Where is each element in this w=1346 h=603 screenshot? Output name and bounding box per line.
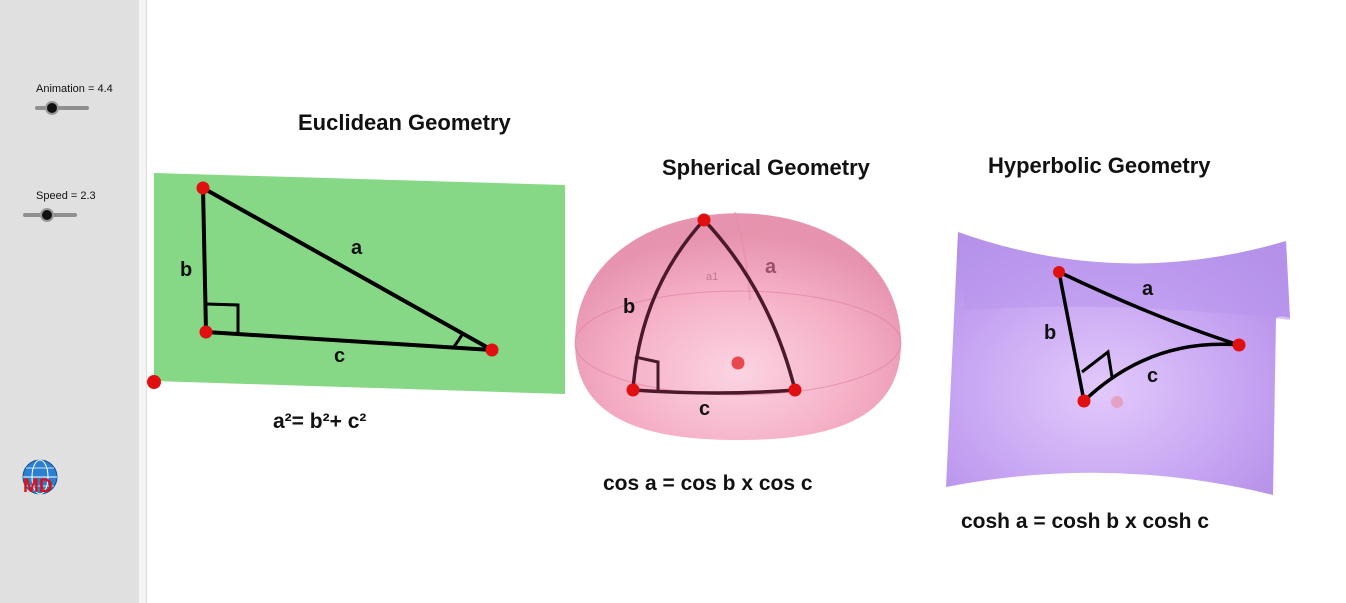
spherical-label-c: c [699, 398, 710, 420]
euclidean-point-right[interactable] [485, 343, 499, 357]
sidebar-divider [139, 0, 147, 603]
spherical-point-left[interactable] [626, 383, 640, 397]
hyperbolic-label-a: a [1142, 278, 1154, 300]
spherical-point-right[interactable] [788, 383, 802, 397]
euclidean-point-top[interactable] [196, 181, 210, 195]
hyperbolic-point-top[interactable] [1053, 266, 1065, 278]
spherical-dome [575, 213, 901, 440]
euclidean-right-angle-mark [205, 302, 240, 334]
euclidean-label-a: a [351, 237, 363, 259]
hyperbolic-triangle [1057, 270, 1240, 403]
hyperbolic-saddle-fold [958, 232, 1290, 320]
spherical-title: Spherical Geometry [662, 155, 871, 180]
spherical-equator [574, 290, 902, 396]
graphics-view: Euclidean Geometry a b c a²= b²+ c² Sphe… [147, 110, 1290, 533]
speed-slider-label: Speed = 2.3 [36, 190, 96, 202]
euclidean-plane-point[interactable] [147, 375, 161, 389]
spherical-triangle [631, 218, 797, 395]
hyperbolic-label-b: b [1044, 322, 1056, 344]
euclidean-label-c: c [334, 345, 345, 367]
logo-text: MD [23, 476, 53, 497]
euclidean-point-right-angle[interactable] [199, 325, 213, 339]
euclidean-title: Euclidean Geometry [298, 110, 512, 135]
hyperbolic-point-right[interactable] [1232, 338, 1246, 352]
animation-slider-track[interactable] [35, 106, 89, 110]
speed-slider-knob[interactable] [40, 208, 54, 222]
euclidean-plane [154, 173, 565, 394]
sidebar-panel: Animation = 4.4 Speed = 2.3 MD [0, 0, 139, 603]
hyperbolic-center-point[interactable] [1111, 396, 1123, 408]
globe-logo-icon[interactable]: MD [20, 457, 60, 497]
euclidean-triangle [201, 186, 493, 352]
animation-slider-label: Animation = 4.4 [36, 83, 113, 95]
spherical-ghost-label-a1: a1 [706, 271, 718, 283]
animation-slider-knob[interactable] [45, 101, 59, 115]
hyperbolic-point-bottom[interactable] [1077, 394, 1091, 408]
euclidean-label-b: b [180, 259, 192, 281]
hyperbolic-formula: cosh a = cosh b x cosh c [961, 510, 1209, 533]
spherical-right-angle-mark [634, 355, 660, 392]
spherical-center-point[interactable] [731, 356, 745, 370]
euclidean-angle-arc [451, 332, 465, 349]
hyperbolic-right-angle-mark [1081, 349, 1114, 378]
euclidean-formula: a²= b²+ c² [273, 410, 366, 433]
spherical-ghost-label-a: a [765, 256, 777, 278]
hyperbolic-title: Hyperbolic Geometry [988, 153, 1211, 178]
spherical-meridian [734, 211, 751, 301]
hyperbolic-label-c: c [1147, 365, 1158, 387]
spherical-label-b: b [623, 296, 635, 318]
spherical-formula: cos a = cos b x cos c [603, 472, 813, 495]
spherical-point-top[interactable] [697, 213, 711, 227]
